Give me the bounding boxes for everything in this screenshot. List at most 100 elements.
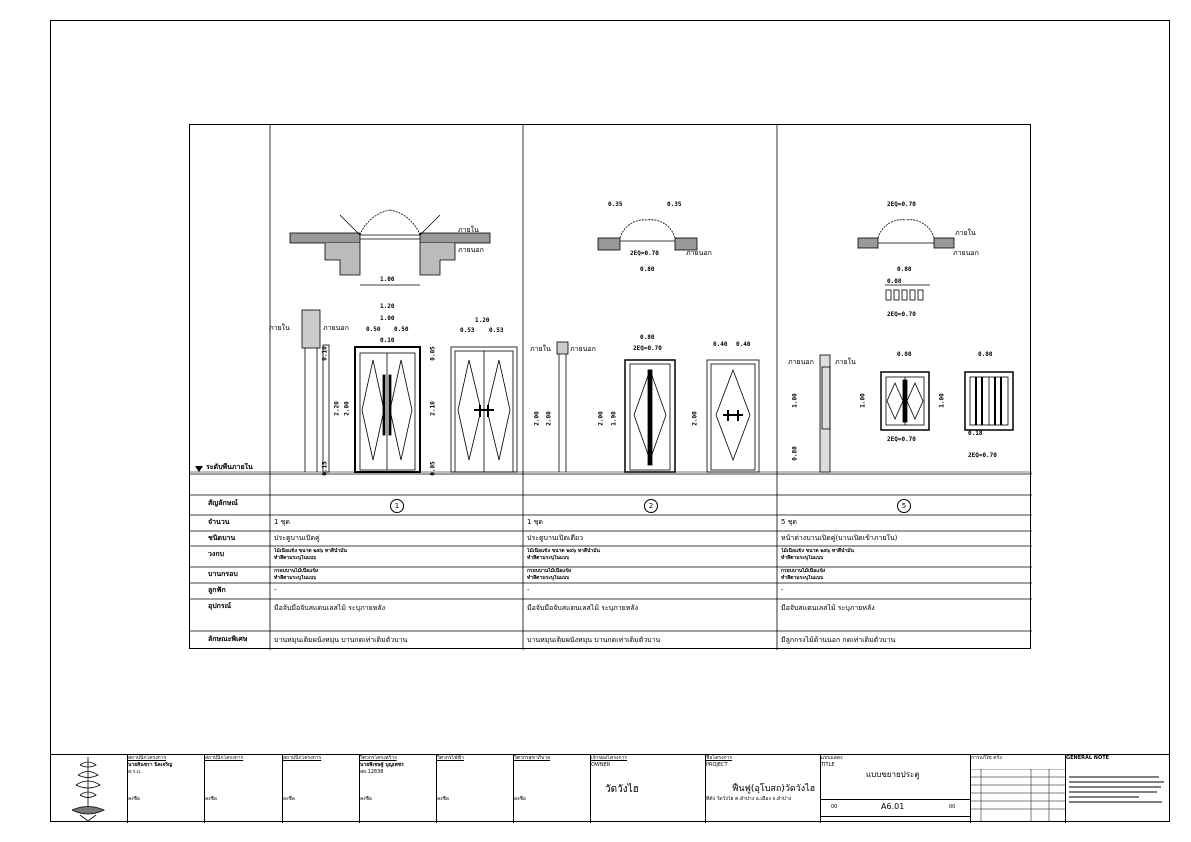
note-outside-1b: ภายนอก xyxy=(323,324,349,332)
window5-back-elevation xyxy=(964,371,1014,431)
window5-elevation xyxy=(880,371,930,431)
tb-col1-name: นายสินชรา นิลเจริญ xyxy=(128,762,173,768)
dim-d1-side-b: 0.53 xyxy=(489,327,504,334)
dim-d1-height-side: 2.10 xyxy=(429,401,437,416)
w5-glass: - xyxy=(781,586,784,594)
note-inside-5: ภายใน xyxy=(955,229,976,237)
w5-panel: กรอบบานไม้เนื้อแข็ง xyxy=(781,568,826,574)
d2-panel2: ทำสีตามระบุในแบบ xyxy=(527,575,570,581)
dim-d1-frame-top: 0.05 xyxy=(429,346,437,361)
tb-project: ชื่อโครงการ PROJECT ฟื้นฟู(อุโบสถ)วัดวัง… xyxy=(705,755,820,823)
dim-d2-width: 0.80 xyxy=(640,334,655,341)
row-label-glass: ลูกฟัก xyxy=(208,586,226,594)
dim-d1-plan-width: 1.00 xyxy=(380,276,395,283)
tb-owner-label: เจ้าของโครงการ xyxy=(591,755,627,761)
dim-d1-top: 0.10 xyxy=(380,337,395,344)
dim-w5-sill: 0.80 xyxy=(791,446,799,461)
door1-back-elevation xyxy=(450,346,518,473)
tb-col4: วิศวกรโครงสร้าง นายพิเชษฐ์ บุญเพชร สย.12… xyxy=(359,755,436,823)
tb-revision: การแก้ไข ครั้ง xyxy=(970,755,1066,823)
tb-col3: สถาปนิกโครงการ ลงชื่อ xyxy=(282,755,359,823)
tb-col1: สถาปนิกโครงการ นายสินชรา นิลเจริญ ส.ร.ถ.… xyxy=(127,755,204,823)
dim-w5-w: 0.80 xyxy=(897,351,912,358)
dim-w5-h1: 1.00 xyxy=(791,393,799,408)
dim-d1-height-total: 2.20 xyxy=(333,401,341,416)
tb-col4-reg: สย.12838 xyxy=(360,769,384,775)
door2-back-elevation xyxy=(706,359,760,473)
dim-d1-side-a: 0.53 xyxy=(460,327,475,334)
dim-d1-top-side: 0.10 xyxy=(321,346,329,361)
tb-owner: เจ้าของโครงการ OWNER วัดวังไฮ xyxy=(590,755,705,823)
d2-panel: กรอบบานไม้เนื้อแข็ง xyxy=(527,568,572,574)
dim-w5-eq-plan2: 2EQ=0.70 xyxy=(887,311,916,318)
w5-panel2: ทำสีตามระบุในแบบ xyxy=(781,575,824,581)
d2-remark: บานหมุนเต็มผนังหมุน บานกดเท่าเต็มตัวบาน xyxy=(527,636,661,644)
d1-hardware: มือจับมือจับสแตนเลสไม้ ระบุภายหลัง xyxy=(274,604,386,612)
note-outside-5b: ภายนอก xyxy=(788,358,814,366)
dim-d1-height-leaf: 2.00 xyxy=(343,401,351,416)
tb-col1-title: สถาปนิกโครงการ xyxy=(128,755,167,761)
note-inside-1b: ภายใน xyxy=(269,324,290,332)
d1-glass: - xyxy=(274,586,277,594)
dim-d2-plan-b: 0.35 xyxy=(667,201,682,208)
tb-col1-sign: ลงชื่อ xyxy=(128,796,140,802)
dim-w5-plan-width: 0.80 xyxy=(897,266,912,273)
dim-d2-h2: 2.00 xyxy=(545,411,553,426)
door1-plan xyxy=(289,209,491,286)
tb-col3-sign: ลงชื่อ xyxy=(283,796,295,802)
tb-col2-sign: ลงชื่อ xyxy=(205,796,217,802)
tb-col4-title: วิศวกรโครงสร้าง xyxy=(360,755,397,761)
dim-d1-leaf-a: 0.50 xyxy=(366,326,381,333)
drawing-frame xyxy=(50,20,1170,822)
dim-d1-base: 0.05 xyxy=(429,461,437,476)
note-outside-1: ภายนอก xyxy=(458,246,484,254)
dim-d1-total: 1.20 xyxy=(380,303,395,310)
tb-owner-name: วัดวังไฮ xyxy=(605,784,639,795)
w5-remark: มีลูกกรงไม้ด้านนอก กดเท่าเต็มตัวบาน xyxy=(781,636,896,644)
dim-w5-sub2: 0.08 xyxy=(887,278,902,285)
notes-lines xyxy=(1069,776,1164,803)
dim-d2-side-a: 0.40 xyxy=(713,341,728,348)
w5-type: หน้าต่างบานเปิดคู่(บานเปิดเข้าภายใน) xyxy=(781,534,898,542)
dim-w5-eq2: 2EQ=0.70 xyxy=(968,452,997,459)
row-label-symbol: สัญลักษณ์ xyxy=(208,499,238,507)
d1-panel: กรอบบานไม้เนื้อแข็ง xyxy=(274,568,319,574)
dim-d2-plan-a: 0.35 xyxy=(608,201,623,208)
temple-logo xyxy=(71,757,105,822)
level-label: ระดับพื้นภายใน xyxy=(206,463,253,471)
tb-owner-sub: OWNER xyxy=(591,762,611,768)
tb-revision-label: การแก้ไข ครั้ง xyxy=(971,755,1002,761)
note-outside-2b: ภายนอก xyxy=(570,345,596,353)
d2-quantity: 1 ชุด xyxy=(527,518,543,526)
d2-frame2: ทำสีตามระบุในแบบ xyxy=(527,555,570,561)
dim-w5-eq1: 2EQ=0.70 xyxy=(887,436,916,443)
tb-sheet-label: แบบแสดง xyxy=(821,755,843,761)
tb-project-label: ชื่อโครงการ xyxy=(706,755,733,761)
dim-d1-leaf: 1.00 xyxy=(380,315,395,322)
dim-d2-plan-eq: 2EQ=0.70 xyxy=(630,250,659,257)
w5-frame2: ทำสีตามระบุในแบบ xyxy=(781,555,824,561)
tb-col2: สถาปนิกโครงการ ลงชื่อ xyxy=(204,755,282,823)
title-block: สถาปนิกโครงการ นายสินชรา นิลเจริญ ส.ร.ถ.… xyxy=(50,754,1170,823)
d2-glass: - xyxy=(527,586,530,594)
note-inside-5b: ภายใน xyxy=(835,358,856,366)
tb-project-name: ฟื้นฟู(อุโบสถ)วัดวังไฮ xyxy=(732,784,816,794)
symbol-2: 2 xyxy=(644,499,658,513)
d1-quantity: 1 ชุด xyxy=(274,518,290,526)
row-label-hardware: อุปกรณ์ xyxy=(208,602,232,610)
tb-project-location: ที่ตั้ง วัดวังไฮ ต.ลำปาง อ.เมือง จ.ลำปาง xyxy=(706,796,792,802)
schedule-grid xyxy=(190,125,1032,650)
row-label-type: ชนิดบาน xyxy=(208,534,236,542)
window5-section xyxy=(819,354,831,473)
d1-remark: บานหมุนเต็มผนังหมุน บานกดเท่าเต็มตัวบาน xyxy=(274,636,408,644)
note-inside-2: ภายใน xyxy=(530,345,551,353)
note-outside-2: ภายนอก xyxy=(686,249,712,257)
tb-col6: วิศวกรสุขาภิบาล ลงชื่อ xyxy=(513,755,590,823)
tb-col1-reg: ส.ร.ถ. xyxy=(128,769,142,775)
tb-sheet-no: A6.01 xyxy=(881,802,905,811)
door2-plan xyxy=(597,219,698,251)
row-label-remark: ลักษณะพิเศษ xyxy=(208,635,248,643)
note-inside-1: ภายใน xyxy=(458,226,479,234)
dim-w5-plan-eq: 2EQ=0.70 xyxy=(887,201,916,208)
tb-col4-name: นายพิเชษฐ์ บุญเพชร xyxy=(360,762,404,768)
